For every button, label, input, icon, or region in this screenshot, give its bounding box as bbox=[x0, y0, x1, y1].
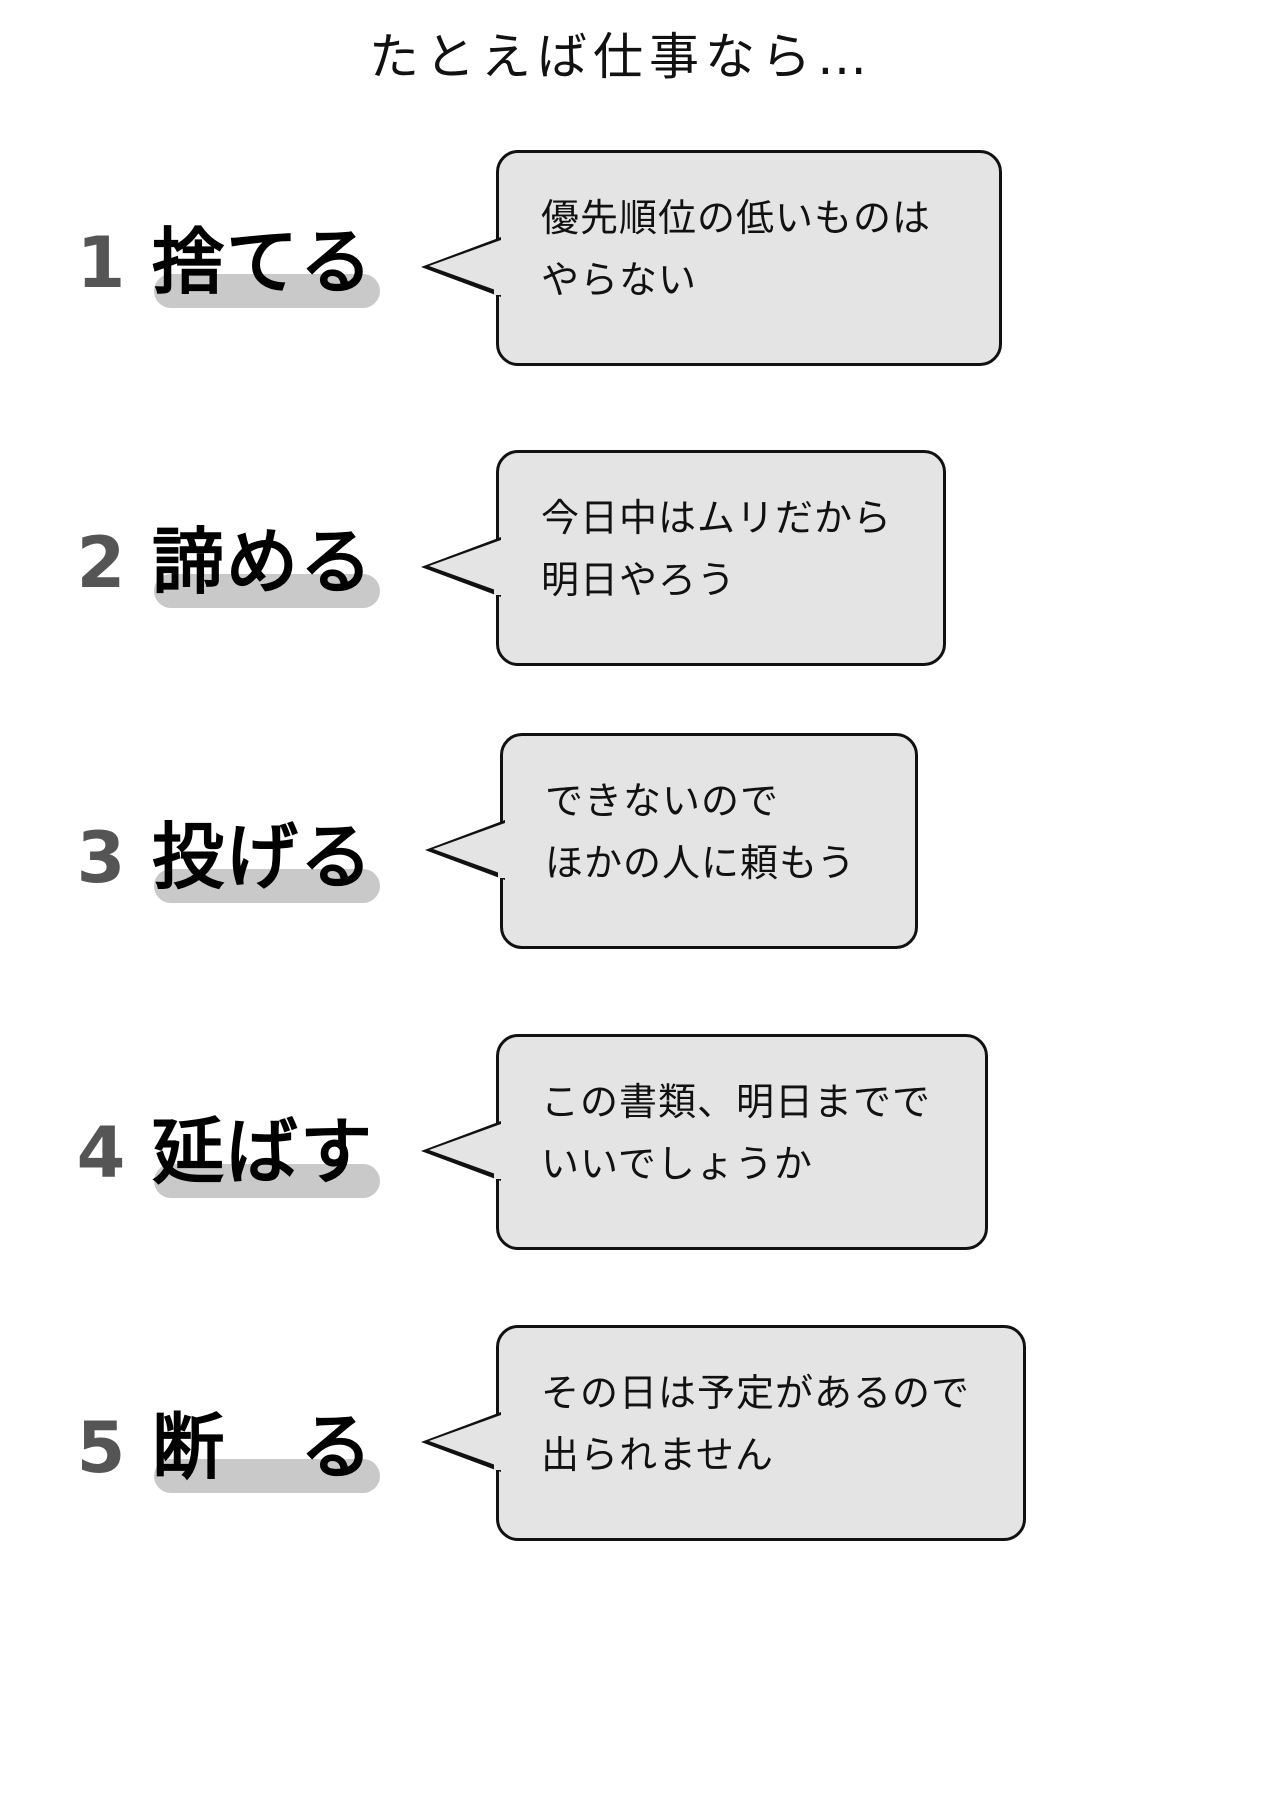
item-word-wrap-1: 捨てる bbox=[152, 226, 381, 308]
highlight-bar-5 bbox=[154, 1459, 381, 1493]
item-label-group-1: 1 捨てる bbox=[72, 222, 381, 322]
item-word-4: 延ばす bbox=[152, 1110, 375, 1194]
speech-bubble-3: できないので ほかの人に頼もう bbox=[425, 733, 918, 949]
item-word-wrap-2: 諦める bbox=[152, 526, 381, 608]
page-title: たとえば仕事なら… bbox=[369, 28, 873, 86]
item-word-5: 断 る bbox=[152, 1405, 375, 1489]
speech-bubble-2: 今日中はムリだから 明日やろう bbox=[421, 450, 946, 666]
item-number-1: 1 bbox=[76, 222, 126, 304]
bubble-tail-inner-3 bbox=[433, 823, 505, 875]
item-number-4: 4 bbox=[76, 1112, 126, 1194]
item-label-group-5: 5 断 る bbox=[72, 1407, 381, 1507]
item-label-group-3: 3 投げる bbox=[72, 817, 381, 917]
speech-bubble-text-5: その日は予定があるので 出られません bbox=[541, 1371, 971, 1477]
item-word-2: 諦める bbox=[152, 520, 375, 604]
bubble-tail-mask-1 bbox=[494, 249, 502, 295]
speech-bubble-4: この書類、明日までで いいでしょうか bbox=[421, 1034, 988, 1250]
item-label-group-2: 2 諦める bbox=[72, 522, 381, 622]
list-item: 2 諦める 今日中はムリだから 明日やろう bbox=[0, 430, 1280, 730]
bubble-tail-inner-2 bbox=[429, 540, 501, 592]
highlight-bar-2 bbox=[154, 574, 381, 608]
bubble-tail-mask-2 bbox=[494, 549, 502, 595]
item-number-3: 3 bbox=[76, 817, 126, 899]
list-item: 4 延ばす この書類、明日までで いいでしょうか bbox=[0, 1020, 1280, 1320]
speech-bubble-5: その日は予定があるので 出られません bbox=[421, 1325, 1026, 1541]
speech-bubble-text-4: この書類、明日までで いいでしょうか bbox=[541, 1080, 932, 1186]
bubble-tail-mask-4 bbox=[494, 1133, 502, 1179]
list-item: 1 捨てる 優先順位の低いものは やらない bbox=[0, 130, 1280, 430]
item-number-2: 2 bbox=[76, 522, 126, 604]
bubble-tail-inner-1 bbox=[429, 240, 501, 292]
item-word-wrap-3: 投げる bbox=[152, 821, 381, 903]
list-item: 3 投げる できないので ほかの人に頼もう bbox=[0, 725, 1280, 1025]
bubble-tail-inner-4 bbox=[429, 1124, 501, 1176]
bubble-tail-mask-5 bbox=[494, 1424, 502, 1470]
speech-bubble-1: 優先順位の低いものは やらない bbox=[421, 150, 1002, 366]
item-word-1: 捨てる bbox=[152, 220, 375, 304]
bubble-tail-mask-3 bbox=[498, 832, 506, 878]
list-item: 5 断 る その日は予定があるので 出られません bbox=[0, 1315, 1280, 1615]
highlight-bar-4 bbox=[154, 1164, 381, 1198]
speech-bubble-text-3: できないので ほかの人に頼もう bbox=[545, 779, 856, 885]
item-label-group-4: 4 延ばす bbox=[72, 1112, 381, 1212]
speech-bubble-text-2: 今日中はムリだから 明日やろう bbox=[541, 496, 893, 602]
item-word-wrap-4: 延ばす bbox=[152, 1116, 381, 1198]
item-word-wrap-5: 断 る bbox=[152, 1411, 381, 1493]
highlight-bar-1 bbox=[154, 274, 381, 308]
bubble-tail-inner-5 bbox=[429, 1415, 501, 1467]
highlight-bar-3 bbox=[154, 869, 381, 903]
item-word-3: 投げる bbox=[152, 815, 375, 899]
item-number-5: 5 bbox=[76, 1407, 126, 1489]
speech-bubble-text-1: 優先順位の低いものは やらない bbox=[541, 196, 932, 302]
